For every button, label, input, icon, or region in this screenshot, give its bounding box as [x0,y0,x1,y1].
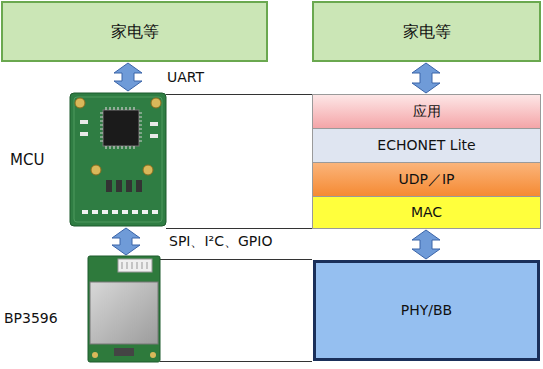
device-box: 家电等 [1,1,268,62]
mcu-board: MCU [4,92,166,227]
signal-label: SPI、I²C、GPIO [167,233,274,250]
node-label: MCU [10,151,44,169]
node-label: 家电等 [403,22,451,41]
layer-box: ECHONET Lite [312,128,541,163]
mount-hole [91,165,101,175]
mcu-board [70,93,166,226]
mount-hole [75,98,85,108]
pcb [70,93,166,226]
smd-part [126,180,132,192]
phy-box: PHY/BB [313,260,540,361]
bracket-line [160,259,312,260]
smd-part [106,180,112,192]
smd-part [150,122,158,126]
smd-part [136,180,142,192]
smd-part [116,180,122,192]
header-pads [82,210,158,214]
smd-part [114,348,134,356]
mount-hole [143,165,153,175]
connector-pins [122,262,147,269]
rf-module: BP3596 [0,256,162,362]
smd-part [150,134,158,138]
block-arrow [412,63,440,93]
chip-pins [100,107,142,149]
bracket-line [160,361,312,362]
node-label: PHY/BB [401,302,452,319]
pad [150,352,156,358]
mcu-chip [103,110,139,146]
layer-box: 应用 [312,94,541,129]
bracket-line [166,228,312,229]
connector [118,259,152,272]
node-label: 家电等 [111,22,159,41]
block-arrow [114,63,142,91]
device-box: 家电等 [312,1,541,62]
node-label: 应用 [413,103,441,120]
smd-part [80,132,88,136]
block-arrow [112,228,140,255]
node-label: MAC [411,204,442,221]
signal-label: UART [165,69,206,86]
pcb-trace [74,97,162,222]
mount-hole [151,98,161,108]
layer-box: UDP／IP [312,162,541,197]
shield-can [90,282,158,344]
pcb [88,256,160,362]
node-label: BP3596 [4,310,58,327]
bp3596-module [88,256,160,362]
node-label: ECHONET Lite [377,137,475,154]
node-label: UDP／IP [398,171,454,188]
pad [92,352,98,358]
layer-box: MAC [312,196,541,229]
bracket-line [166,94,312,95]
block-arrow [412,230,440,259]
smd-part [80,120,88,124]
